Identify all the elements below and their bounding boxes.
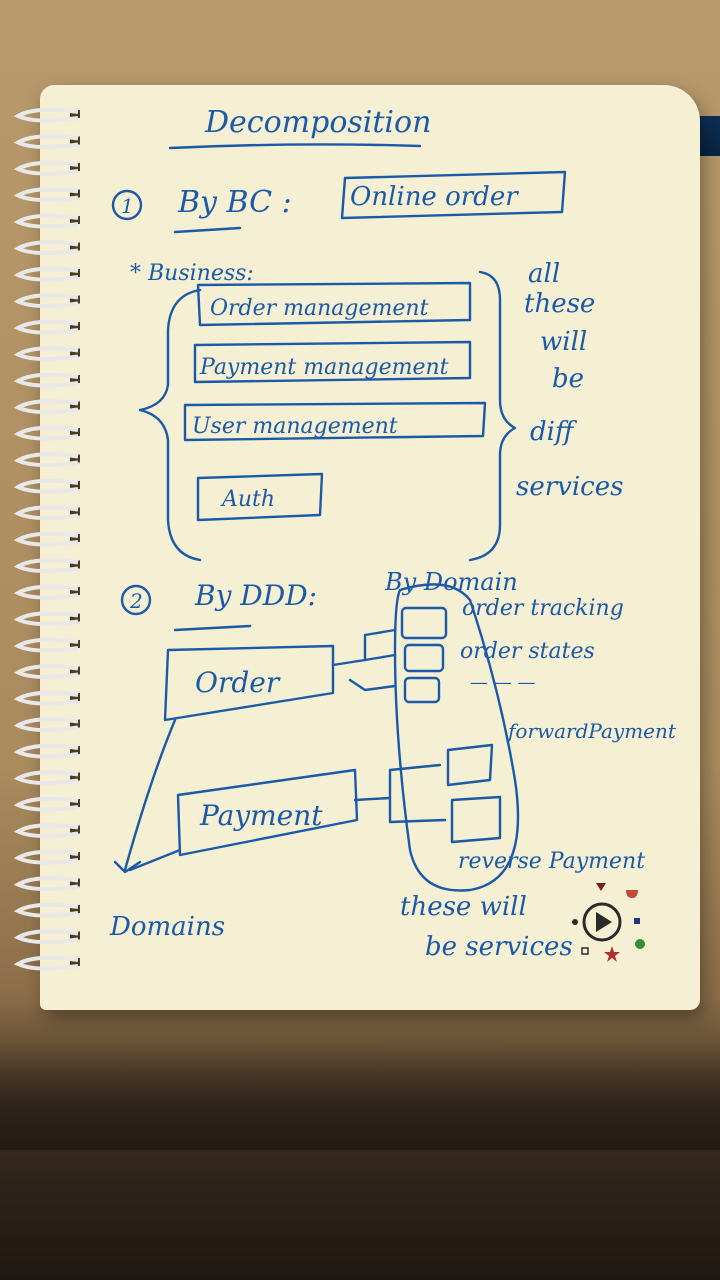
spiral-ring: [13, 240, 80, 256]
section2-label: By DDD:: [194, 579, 317, 612]
spiral-ring: [13, 187, 80, 203]
note-line-6: services: [516, 472, 623, 502]
spiral-ring: [13, 531, 80, 547]
section1-number: 1: [121, 194, 134, 218]
business-item-4: Auth: [220, 487, 275, 512]
payment-arrow-1: [353, 763, 442, 802]
title-underline: [168, 143, 422, 150]
spiral-ring: [13, 293, 80, 309]
note-line-3: will: [540, 327, 587, 357]
spiral-ring: [13, 134, 80, 150]
service-box-5: [450, 795, 502, 844]
spiral-ring: [13, 478, 80, 494]
spiral-ring: [13, 929, 80, 945]
business-item-1: Order management: [210, 296, 429, 321]
services-note-1: these will: [400, 892, 527, 922]
spiral-ring: [13, 717, 80, 733]
spiral-ring: [13, 770, 80, 786]
business-item-2: Payment management: [199, 355, 449, 380]
business-label: * Business:: [130, 261, 254, 286]
domains-arrowhead: [113, 860, 142, 874]
section1-label: By BC :: [177, 185, 292, 220]
spiral-ring: [13, 266, 80, 282]
order-arrow-2: [363, 653, 397, 662]
spiral-ring: [13, 425, 80, 441]
payment-service-2: reverse Payment: [458, 849, 645, 874]
section2-number-circle: [120, 584, 152, 616]
spiral-ring: [13, 849, 80, 865]
spiral-ring: [13, 319, 80, 335]
order-service-1: order tracking: [462, 596, 624, 621]
spiral-ring: [13, 505, 80, 521]
spiral-ring: [13, 372, 80, 388]
note-line-4: be: [552, 364, 584, 394]
spiral-ring: [13, 743, 80, 759]
title: Decomposition: [204, 105, 431, 140]
business-item-3: User management: [192, 414, 398, 439]
spiral-ring: [13, 876, 80, 892]
service-box-2: [403, 643, 445, 673]
note-line-2: these: [524, 289, 595, 319]
right-brace: [468, 270, 517, 562]
left-brace: [138, 288, 202, 562]
auth-box: [196, 472, 324, 522]
domains-arrow-line: [123, 718, 177, 872]
spiral-ring: [13, 796, 80, 812]
order-service-3: — — —: [470, 672, 535, 693]
note-line-5: diff: [530, 417, 578, 447]
notebook-page: [40, 85, 700, 1010]
spiral-ring: [13, 611, 80, 627]
section2-subtitle: By Domain: [384, 568, 518, 596]
spiral-ring: [13, 584, 80, 600]
play-logo-icon: [572, 883, 645, 962]
service-box-1: [400, 606, 448, 640]
payment-box: [176, 768, 359, 857]
order-management-box: [196, 281, 472, 327]
services-oval: [393, 583, 520, 892]
spiral-ring: [13, 955, 80, 971]
note-line-1: all: [528, 259, 560, 289]
domains-arrow-line-2: [128, 848, 182, 872]
section1-number-circle: [111, 189, 143, 221]
spiral-ring: [13, 346, 80, 362]
online-order-box: [340, 170, 567, 220]
payment-arrow-2: [388, 796, 447, 824]
domains-label: Domains: [109, 912, 225, 942]
order-service-2: order states: [460, 639, 595, 664]
spiral-ring: [13, 690, 80, 706]
spiral-ring: [13, 452, 80, 468]
user-management-box: [183, 401, 487, 442]
spiral-ring: [13, 637, 80, 653]
order-box-text: Order: [195, 666, 281, 699]
spiral-ring: [13, 399, 80, 415]
online-order-text: Online order: [350, 182, 519, 212]
service-box-3: [403, 676, 441, 704]
order-arrow-3: [348, 678, 397, 692]
service-box-4: [446, 743, 494, 787]
order-box: [163, 644, 335, 722]
order-arrow-1: [331, 628, 397, 667]
section2-number: 2: [129, 589, 143, 613]
spiral-ring: [13, 823, 80, 839]
spiral-ring: [13, 160, 80, 176]
payment-box-text: Payment: [199, 799, 323, 832]
payment-service-1: forwardPayment: [506, 719, 677, 743]
payment-management-box: [193, 340, 472, 384]
spiral-ring: [13, 213, 80, 229]
section1-underline: [173, 226, 242, 234]
spiral-ring: [13, 107, 80, 123]
spiral-ring: [13, 902, 80, 918]
desk-shadow: [0, 1040, 720, 1150]
services-note-2: be services: [425, 932, 573, 962]
section2-underline: [173, 624, 252, 632]
spiral-ring: [13, 664, 80, 680]
spiral-ring: [13, 558, 80, 574]
